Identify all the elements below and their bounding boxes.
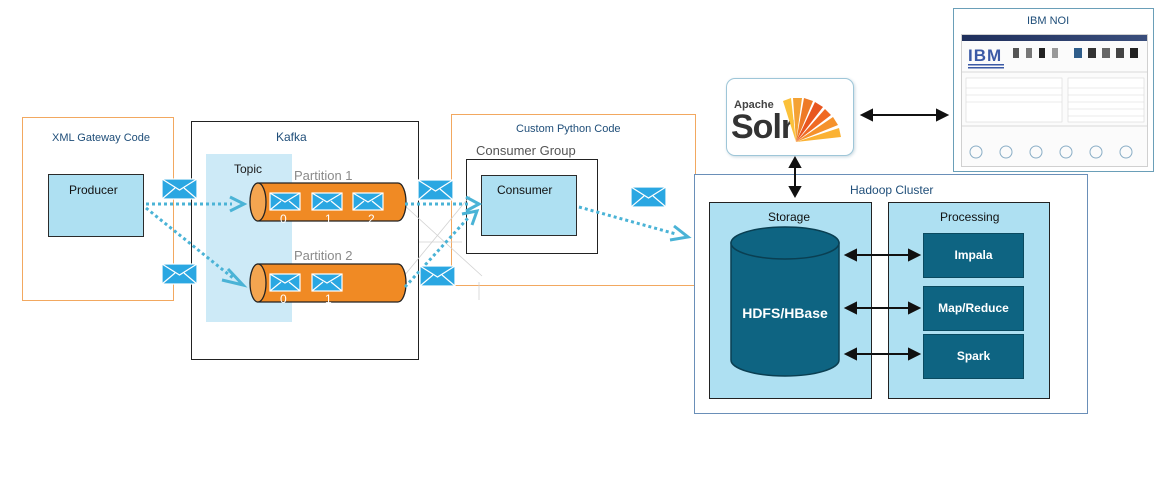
partition-1-label: Partition 1 <box>294 168 353 183</box>
xml-gateway-title: XML Gateway Code <box>52 132 151 144</box>
consumer-to-hadoop-arrow <box>578 205 692 242</box>
spark-node <box>923 334 1024 379</box>
partition-2-offset: 1 <box>325 292 332 306</box>
producer-label: Producer <box>69 183 118 197</box>
solr-hadoop-arrow <box>788 155 802 199</box>
partition-2-offset: 0 <box>280 292 287 306</box>
envelope-icon <box>161 178 198 200</box>
mapreduce-node <box>923 286 1024 331</box>
solr-brand-text: Apache <box>734 99 774 111</box>
ibm-dashboard-content <box>962 35 1147 159</box>
envelope-icon <box>630 186 667 208</box>
ibm-table-right <box>1067 77 1145 123</box>
solr-name-text: Solr <box>731 108 794 146</box>
ibm-toolbar-icons <box>1013 48 1138 58</box>
envelope-icon <box>311 273 343 292</box>
background-guide-lines <box>403 195 483 300</box>
partition-1-offset: 0 <box>280 212 287 226</box>
storage-processing-arrows <box>843 248 922 361</box>
partition-1-to-consumer-arrow <box>405 195 483 213</box>
envelope-icon <box>161 263 198 285</box>
envelope-icon <box>269 273 301 292</box>
producer-to-partition-1-arrow <box>146 195 248 213</box>
envelope-icon <box>311 192 343 211</box>
producer-node <box>48 174 144 237</box>
ibm-logo: IBM <box>968 46 1003 65</box>
envelope-icon <box>352 192 384 211</box>
envelope-icon <box>417 179 454 201</box>
partition-1-offset: 2 <box>368 212 375 226</box>
python-title: Custom Python Code <box>516 123 621 135</box>
spark-label: Spark <box>956 349 991 363</box>
topic-label: Topic <box>234 162 263 176</box>
impala-node <box>923 233 1024 278</box>
xml-gateway-box <box>22 117 174 301</box>
solr-ibm-arrow <box>859 108 950 122</box>
envelope-icon <box>419 265 456 287</box>
envelope-icon <box>269 192 301 211</box>
consumer-group-label: Consumer Group <box>476 143 576 158</box>
impala-label: Impala <box>954 248 993 262</box>
producer-to-partition-2-arrow <box>145 206 248 288</box>
storage-title: Storage <box>768 210 811 224</box>
consumer-node <box>481 175 577 236</box>
partition-2-label: Partition 2 <box>294 248 353 263</box>
consumer-label: Consumer <box>497 183 553 197</box>
ibm-noi-title: IBM NOI <box>1027 15 1070 27</box>
hdfs-hbase-label: HDFS/HBase <box>742 305 828 321</box>
ibm-table-left <box>965 77 1063 123</box>
hadoop-title: Hadoop Cluster <box>850 183 934 197</box>
mapreduce-label: Map/Reduce <box>938 301 1009 315</box>
ibm-gauge-icons <box>969 145 1133 159</box>
kafka-title: Kafka <box>276 130 307 144</box>
processing-title: Processing <box>940 210 1000 224</box>
partition-1-offset: 1 <box>325 212 332 226</box>
hdfs-hbase-database-icon <box>730 226 840 377</box>
partition-2-to-consumer-arrow <box>403 209 480 289</box>
solr-sunburst-icon <box>783 98 841 142</box>
